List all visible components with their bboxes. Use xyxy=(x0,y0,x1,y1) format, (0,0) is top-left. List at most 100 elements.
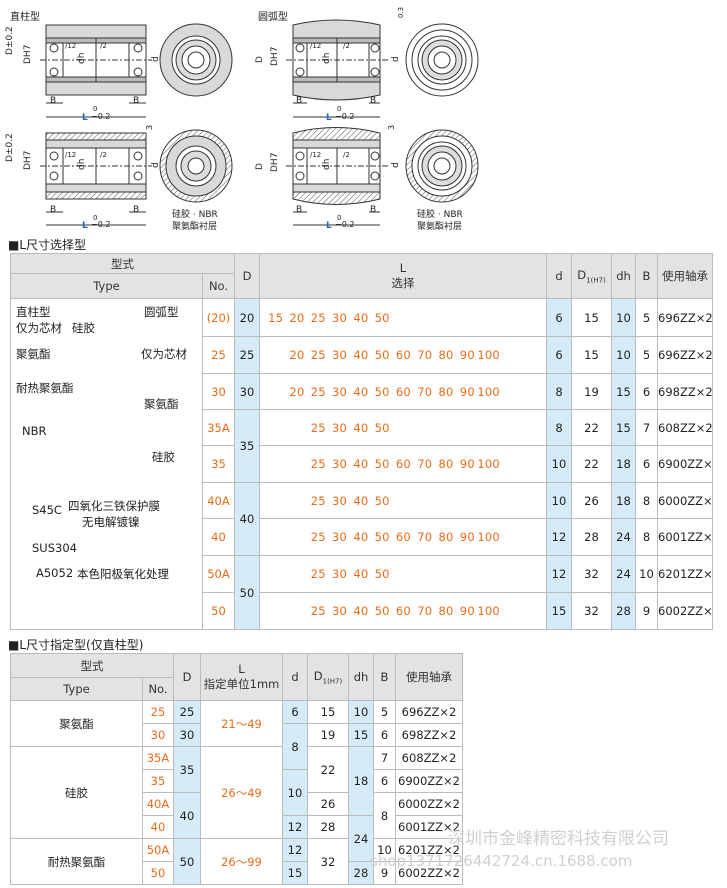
length-value: 60 xyxy=(395,604,411,618)
length-value: 50 xyxy=(374,310,390,325)
model-no: 40A xyxy=(202,482,235,519)
table-cell: 15 xyxy=(282,861,308,885)
length-value: 90 xyxy=(459,384,475,399)
svg-text:B: B xyxy=(370,205,376,215)
s2-header-d: d xyxy=(282,653,308,701)
table-cell: 18 xyxy=(348,746,374,816)
length-value: 100 xyxy=(477,530,500,544)
outer-D1: 22 xyxy=(571,445,612,483)
s2-header-type: Type xyxy=(10,677,143,701)
length-value: 15 xyxy=(268,310,284,325)
hub-dh: 24 xyxy=(611,555,636,593)
diameter-D: 40 xyxy=(234,482,260,556)
technical-drawings: 直柱型 圆弧型 D±0.2 DH7 dh d /12 /2 B B L −0.2… xyxy=(5,7,479,232)
s2-type-cell: 硅胶 xyxy=(10,746,143,839)
table-cell: 50 xyxy=(173,838,201,885)
table-cell: 28 xyxy=(307,815,349,839)
table-cell: 8 xyxy=(282,723,308,770)
svg-text:d: d xyxy=(391,56,401,62)
section1-title: ■L尺寸选择型 xyxy=(8,238,87,252)
bearing: 696ZZ×2 xyxy=(657,336,713,374)
bore-d: 12 xyxy=(546,518,572,556)
bearing: 6000ZZ×2 xyxy=(657,482,713,519)
header-model: 型式 xyxy=(10,253,235,274)
straight-roller-end-view xyxy=(159,23,233,97)
svg-text:聚氨酯衬层: 聚氨酯衬层 xyxy=(172,220,217,232)
svg-text:硅胶 · NBR: 硅胶 · NBR xyxy=(417,208,463,220)
length-value: 30 xyxy=(332,530,348,544)
model-no: 50A xyxy=(202,555,235,593)
type-label: NBR xyxy=(22,424,47,438)
hub-dh: 18 xyxy=(611,482,636,519)
model-no: 40 xyxy=(202,518,235,556)
svg-text:dh: dh xyxy=(77,53,87,64)
header-D: D xyxy=(234,253,260,299)
bore-d: 12 xyxy=(546,555,572,593)
length-value: 30 xyxy=(332,567,348,581)
length-value: 25 xyxy=(310,348,326,362)
outer-D1: 32 xyxy=(571,555,612,593)
svg-text:B: B xyxy=(133,96,139,106)
bearing: 608ZZ×2 xyxy=(657,409,713,446)
type-label: 聚氨酯 xyxy=(144,397,179,411)
length-value: 40 xyxy=(353,457,369,471)
s2-type-cell: 聚氨酯 xyxy=(10,700,143,747)
length-value: 60 xyxy=(395,348,411,362)
svg-text:DH7: DH7 xyxy=(23,45,33,64)
length-value: 20 xyxy=(289,384,305,399)
length-value: 70 xyxy=(417,604,433,618)
diameter-D: 35 xyxy=(234,409,260,483)
header-d: d xyxy=(546,253,572,299)
svg-text:−0.2: −0.2 xyxy=(335,112,354,121)
width-B: 8 xyxy=(635,482,658,519)
svg-text:硅胶 · NBR: 硅胶 · NBR xyxy=(172,208,218,220)
type-label: 仅为芯材 xyxy=(141,347,187,361)
length-value: 30 xyxy=(332,348,348,362)
table-cell: 7 xyxy=(373,746,396,770)
length-value: 90 xyxy=(459,457,475,471)
model-no: 50 xyxy=(202,592,235,630)
diameter-D: 50 xyxy=(234,555,260,630)
length-value: 50 xyxy=(374,493,390,508)
table-cell: 12 xyxy=(282,815,308,839)
svg-text:/12: /12 xyxy=(65,42,76,50)
length-value: 90 xyxy=(459,348,475,362)
length-value: 25 xyxy=(310,493,326,508)
outer-D1: 32 xyxy=(571,592,612,630)
svg-text:D: D xyxy=(255,163,265,170)
straight-roller-lined-end-view: 硅胶 · NBR 聚氨酯衬层 xyxy=(159,129,233,232)
length-value: 20 xyxy=(289,310,305,325)
svg-text:/2: /2 xyxy=(100,42,107,50)
bore-d: 10 xyxy=(546,445,572,483)
table-cell: 698ZZ×2 xyxy=(395,723,463,747)
table-cell: 696ZZ×2 xyxy=(395,700,463,724)
svg-text:/2: /2 xyxy=(343,151,350,159)
svg-text:DH7: DH7 xyxy=(23,151,33,170)
type-label: 硅胶 xyxy=(152,450,175,464)
diameter-D: 30 xyxy=(234,373,260,410)
bearing: 6002ZZ×2 xyxy=(657,592,713,630)
length-value: 25 xyxy=(310,604,326,618)
width-B: 9 xyxy=(635,592,658,630)
s2-header-model: 型式 xyxy=(10,653,174,678)
table-cell: 6201ZZ×2 xyxy=(395,838,463,862)
type-label: 圆弧型 xyxy=(144,305,179,319)
s2-type-cell: 耐热聚氨酯 xyxy=(10,838,143,885)
svg-text:L: L xyxy=(326,113,332,123)
svg-text:DH7: DH7 xyxy=(270,153,280,172)
arc-roller-side-view: D DH7 dh d 0.3 /12 /2 B B L −0.2 0 xyxy=(255,7,405,123)
table-cell: 19 xyxy=(307,723,349,747)
length-value: 80 xyxy=(438,530,454,544)
type-label: 本色阳极氧化处理 xyxy=(77,567,169,581)
model-no: 30 xyxy=(202,373,235,410)
table-cell: 6 xyxy=(373,723,396,747)
length-value: 40 xyxy=(353,310,369,325)
